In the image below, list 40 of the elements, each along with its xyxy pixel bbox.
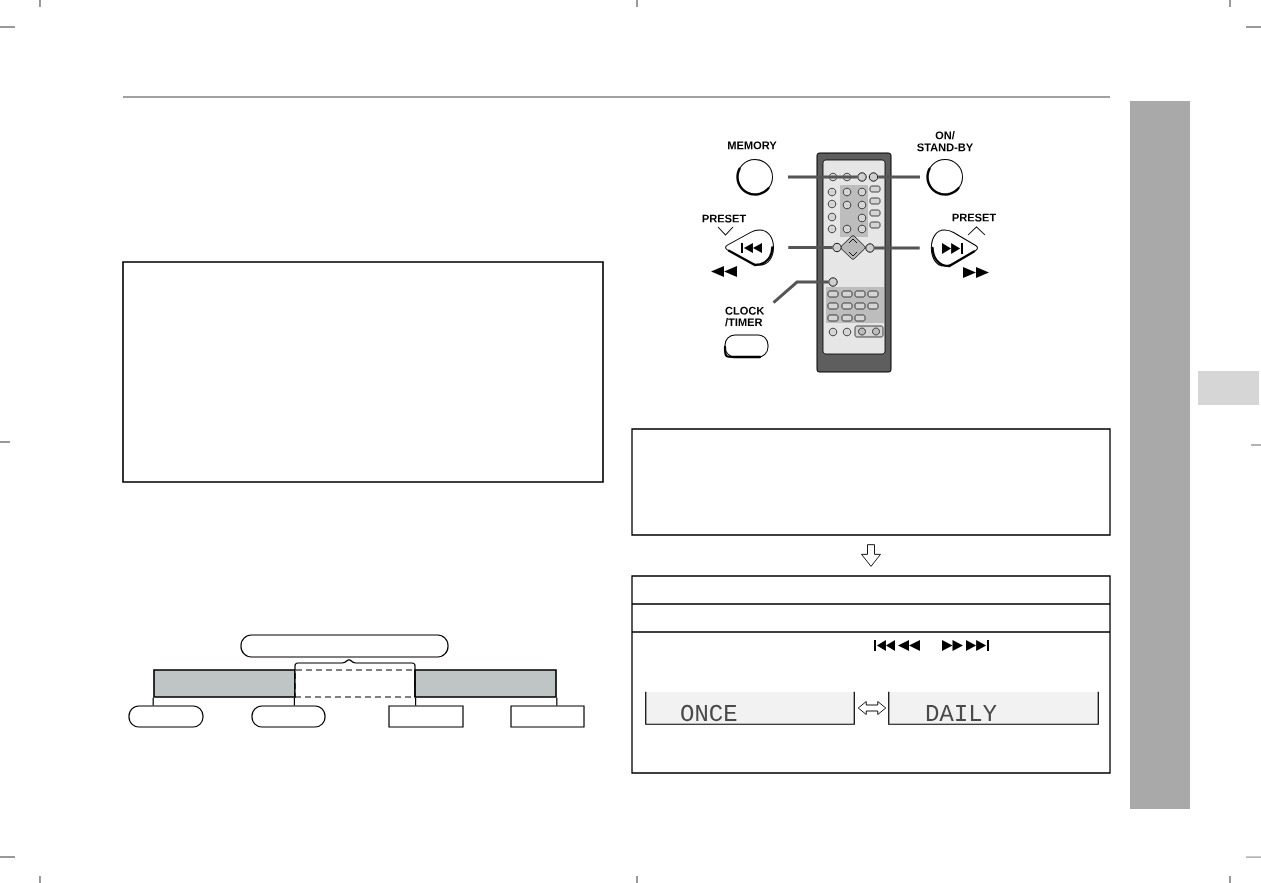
- node-label: PRESET: [952, 213, 997, 222]
- remote-button: [865, 243, 875, 253]
- leader-line: [788, 246, 833, 249]
- node-label: MEMORY: [728, 141, 777, 150]
- side-band: [1130, 101, 1190, 809]
- time-bar: [414, 669, 557, 698]
- display-panel: DAILY: [888, 691, 1099, 725]
- leader-line: [874, 246, 920, 250]
- dashed-segment: [294, 669, 416, 698]
- label-box: [510, 705, 585, 728]
- label-box: [388, 705, 464, 728]
- remote-control-drawing: [816, 152, 892, 373]
- connector-line: [556, 697, 558, 706]
- rounded-box: [240, 634, 449, 658]
- node-label: ON/ STAND-BY: [917, 131, 973, 152]
- hollow-arrow: [857, 701, 887, 715]
- remote-button: [857, 172, 867, 182]
- leader-line: [772, 280, 829, 304]
- frame-box: [122, 261, 604, 483]
- connector-line: [415, 697, 417, 706]
- section-tab: [1198, 371, 1259, 405]
- button-callout: CLOCK /TIMER: [723, 306, 769, 359]
- button-callout: MEMORY: [728, 141, 777, 196]
- remote-button: [828, 277, 838, 287]
- connector-line: [152, 697, 154, 706]
- frame-box: [631, 428, 1111, 536]
- remote-button: [868, 172, 879, 182]
- leader-line: [788, 175, 858, 179]
- rounded-box: [128, 705, 204, 728]
- display-panel: ONCE: [645, 691, 855, 725]
- node-label: PRESET: [702, 214, 747, 223]
- hollow-arrow: [861, 544, 881, 567]
- leader-line: [878, 175, 920, 179]
- node-label: CLOCK /TIMER: [725, 306, 765, 327]
- time-bar: [153, 669, 296, 698]
- button-callout: PRESET: [702, 214, 774, 267]
- connector-line: [293, 697, 295, 706]
- remote-button: [832, 242, 842, 253]
- rounded-box: [251, 705, 326, 728]
- button-callout: ON/ STAND-BY: [917, 131, 973, 196]
